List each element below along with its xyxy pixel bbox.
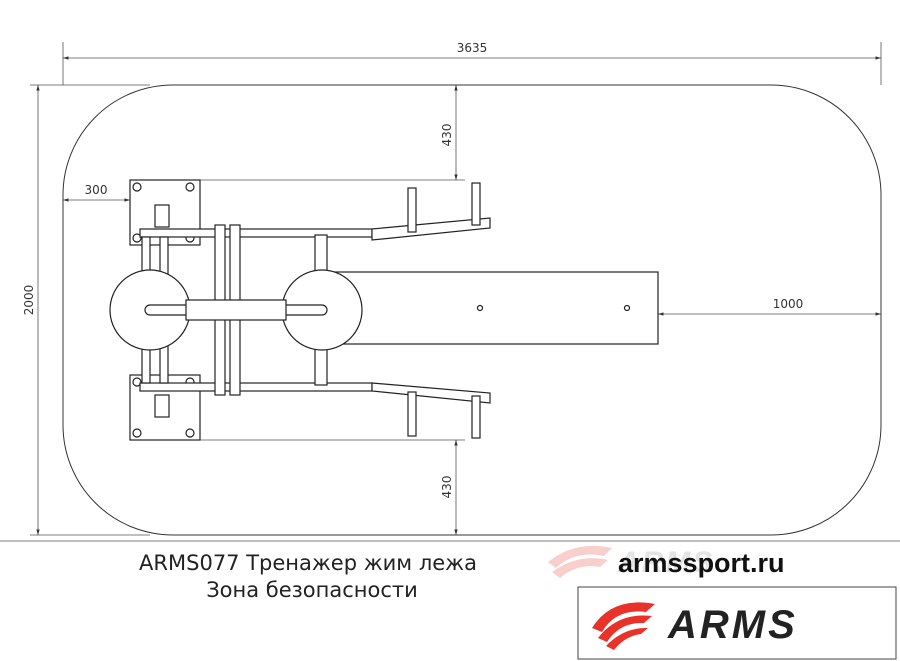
arms-logo: ARMS xyxy=(577,586,897,660)
dimension-left-offset-label: 300 xyxy=(85,183,108,197)
safety-zone-outline xyxy=(62,84,882,536)
dimension-left-offset: 300 xyxy=(62,183,130,202)
dimension-total-width: 3635 xyxy=(62,41,882,85)
drawing-title: ARMS077 Тренажер жим лежа xyxy=(139,551,477,575)
arms-swoosh-icon xyxy=(592,602,655,650)
dimension-total-width-label: 3635 xyxy=(457,41,488,55)
drawing-subtitle: Зона безопасности xyxy=(206,578,418,602)
dimension-right-clearance: 1000 xyxy=(658,297,881,316)
dimension-bottom-clearance: 430 xyxy=(200,439,465,535)
ghost-logo: ARMS xyxy=(548,545,714,579)
dimension-total-height-label: 2000 xyxy=(22,285,36,316)
bench-press-machine xyxy=(109,179,659,441)
dimension-top-clearance: 430 xyxy=(200,85,465,181)
dimension-top-clearance-label: 430 xyxy=(440,124,454,147)
site-url: armssport.ru xyxy=(618,548,785,578)
dimension-total-height: 2000 xyxy=(22,84,150,536)
arms-logo-text: ARMS xyxy=(667,603,798,647)
dimension-bottom-clearance-label: 430 xyxy=(440,476,454,499)
ghost-logo-text: ARMS xyxy=(617,546,714,579)
bench-pad xyxy=(329,271,659,345)
dimension-right-clearance-label: 1000 xyxy=(773,297,804,311)
